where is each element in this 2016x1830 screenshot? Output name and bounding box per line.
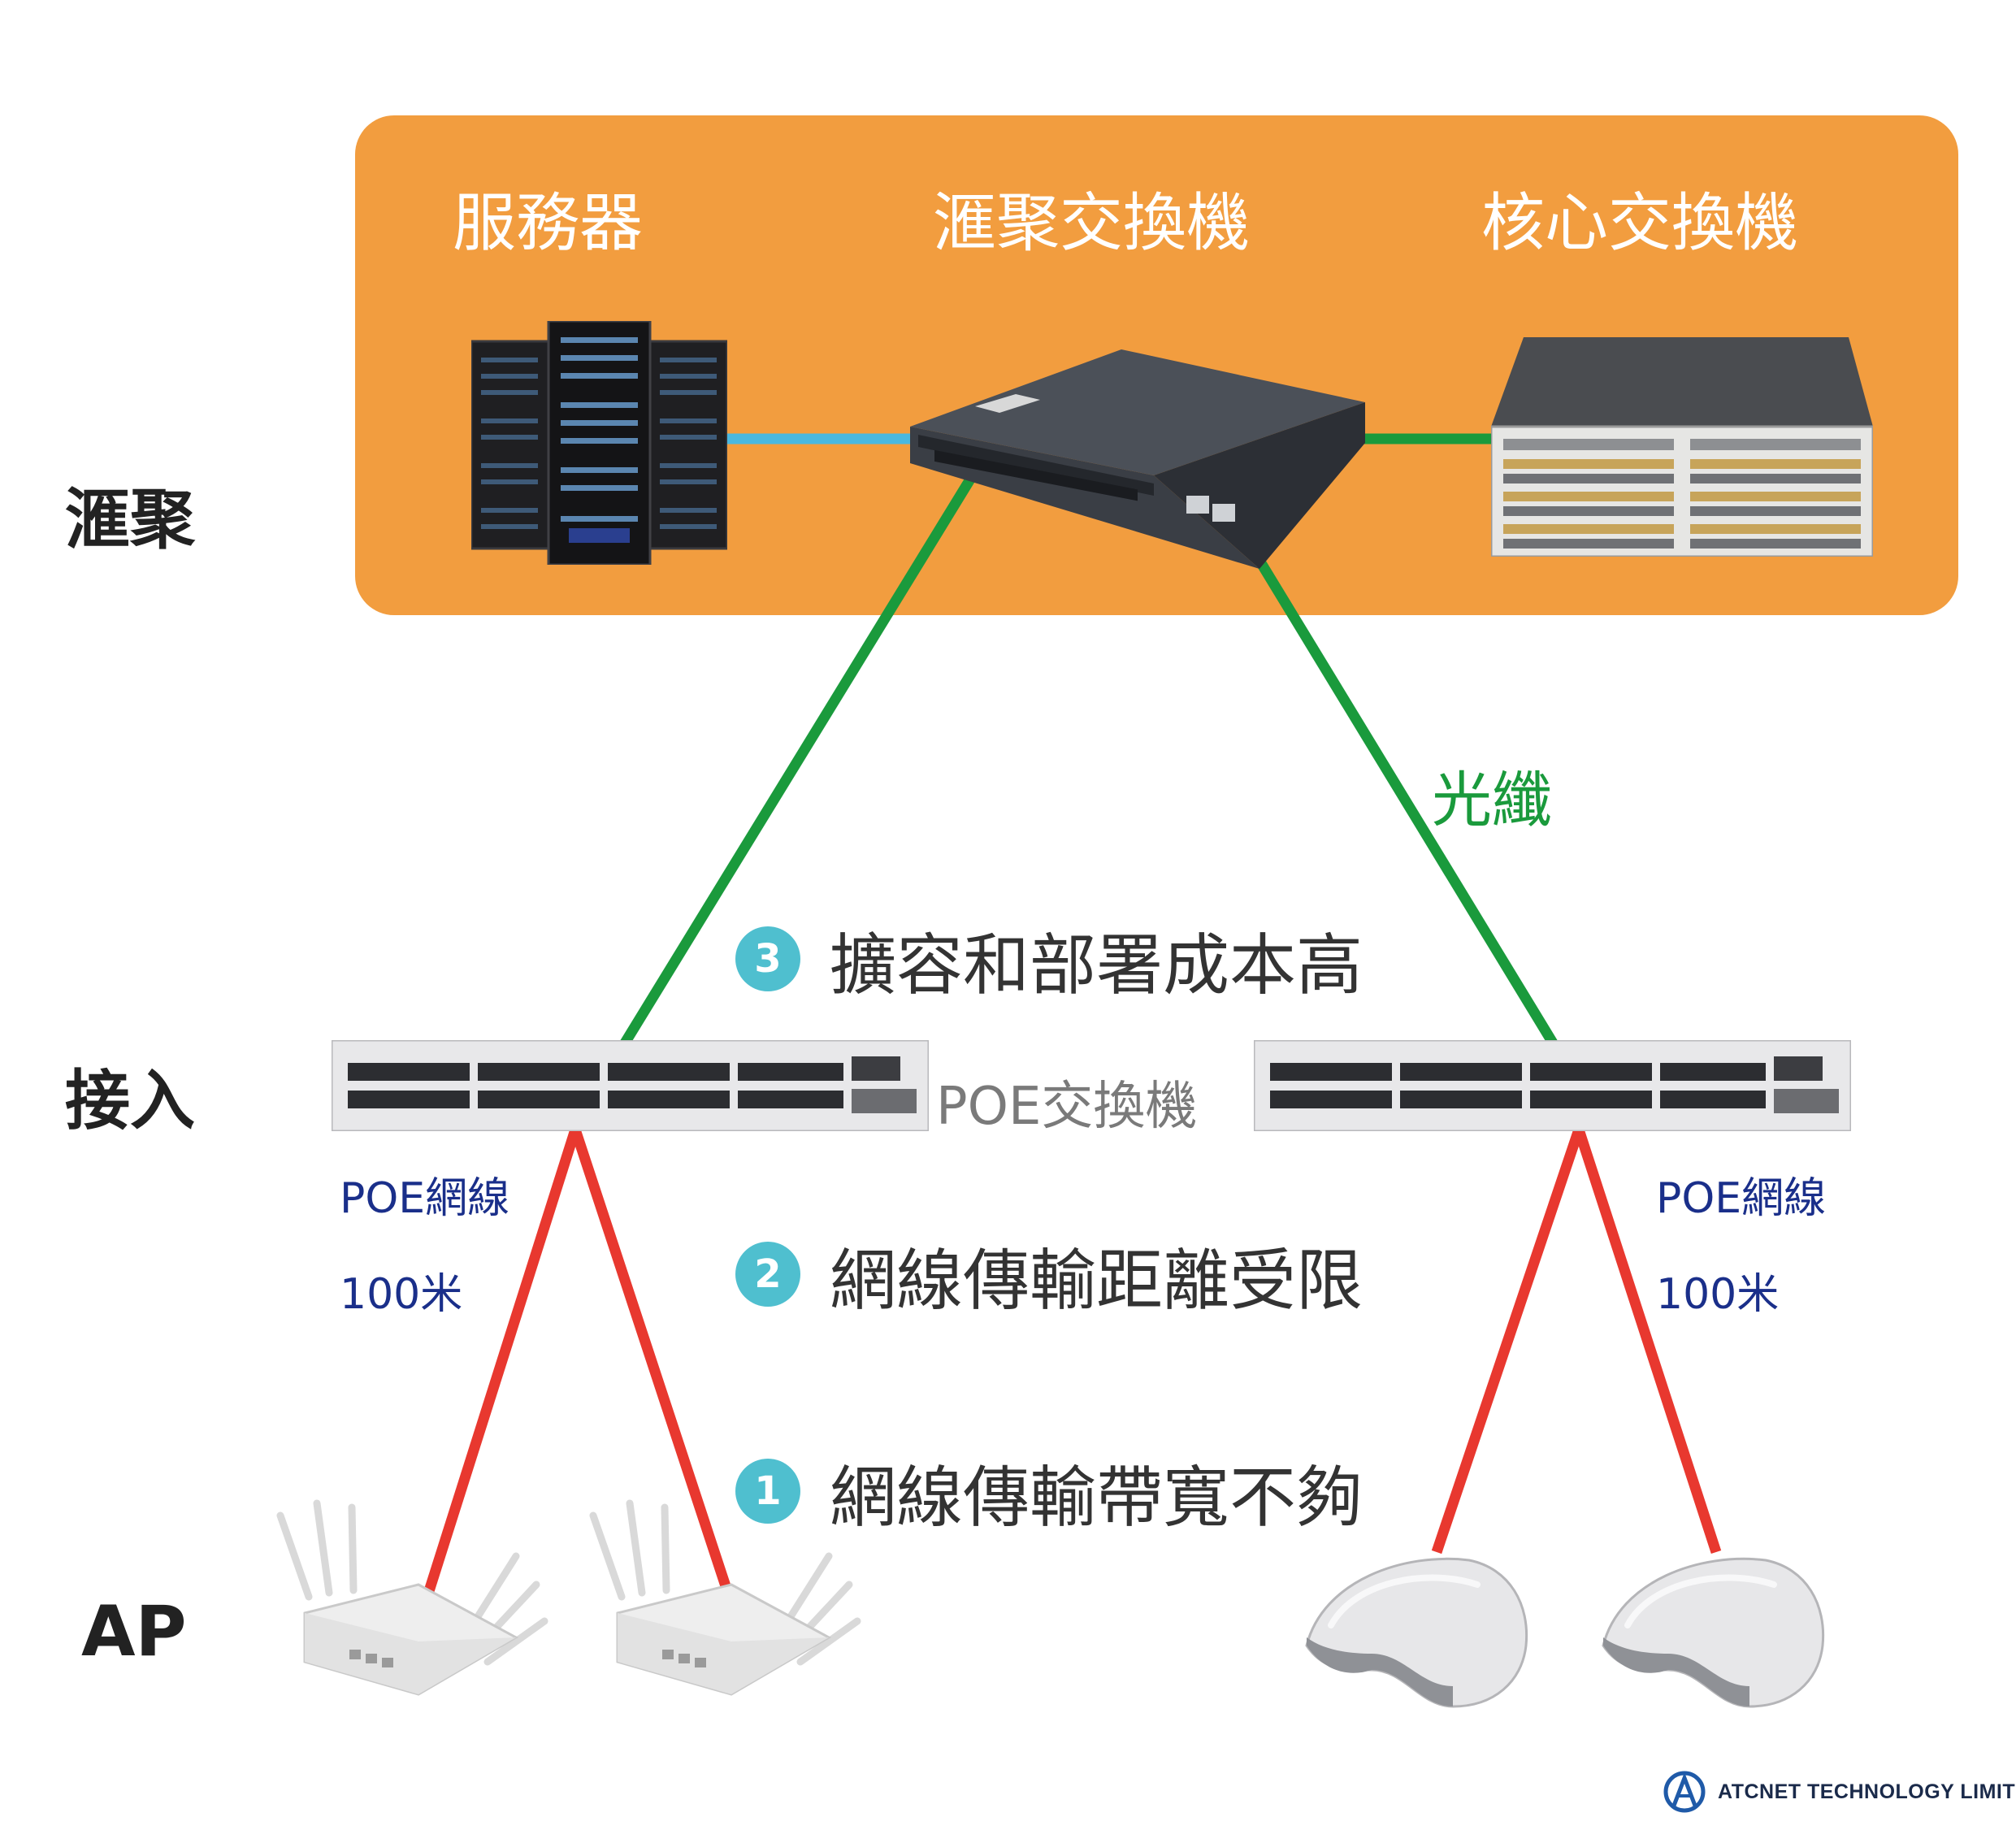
reason-1: 1 網線傳輸帶寬不夠 [735, 1446, 1363, 1537]
cable-type-left: POE網線 [340, 1174, 510, 1223]
server-rack-icon [471, 321, 727, 565]
atcnet-logo-icon [1663, 1771, 1706, 1813]
cable-length-left: 100米 [340, 1270, 463, 1319]
tier-label-aggregation: 滙聚 [65, 482, 195, 557]
dome-ap-icon [1305, 1557, 1528, 1708]
core-switch-title: 核心交換機 [1481, 187, 1799, 260]
cable-length-right: 100米 [1656, 1270, 1780, 1319]
aggregation-switch-icon [910, 349, 1365, 569]
reason-2-badge: 2 [735, 1242, 800, 1307]
dome-ap-icon [1602, 1557, 1825, 1708]
poe-switch-icon [1254, 1040, 1851, 1131]
reason-3-badge: 3 [735, 926, 800, 991]
brand-name: ATCNET TECHNOLOGY LIMITED [1718, 1780, 2016, 1803]
fiber-line-right [1242, 537, 1561, 1052]
fiber-label: 光纖 [1432, 765, 1552, 835]
poe-cable-line-2 [570, 1127, 733, 1594]
reason-1-badge: 1 [735, 1459, 800, 1524]
reason-2-text: 網線傳輸距離受限 [830, 1242, 1364, 1320]
reason-3: 3 擴容和部署成本高 [735, 914, 1363, 1004]
cable-type-right: POE網線 [1656, 1174, 1827, 1223]
reason-2: 2 網線傳輸距離受限 [735, 1229, 1363, 1320]
reason-1-text: 網線傳輸帶寬不夠 [830, 1459, 1364, 1537]
reason-3-text: 擴容和部署成本高 [830, 926, 1364, 1004]
core-switch-chassis-icon [1491, 337, 1873, 557]
poe-cable-line-4 [1573, 1127, 1722, 1555]
aggregation-switch-title: 滙聚交換機 [933, 187, 1251, 260]
antenna-ap-icon [276, 1499, 548, 1696]
poe-cable-line-1 [423, 1128, 581, 1593]
antenna-ap-icon [589, 1499, 861, 1696]
brand: ATCNET TECHNOLOGY LIMITED [1663, 1770, 2016, 1814]
tier-label-ap: AP [81, 1591, 187, 1672]
server-title: 服務器 [453, 187, 644, 260]
poe-cable-line-3 [1431, 1127, 1585, 1555]
poe-switch-label: POE交換機 [933, 1065, 1201, 1139]
fiber-line-left [617, 468, 980, 1052]
tier-label-access: 接入 [65, 1063, 195, 1138]
poe-switch-icon [332, 1040, 929, 1131]
